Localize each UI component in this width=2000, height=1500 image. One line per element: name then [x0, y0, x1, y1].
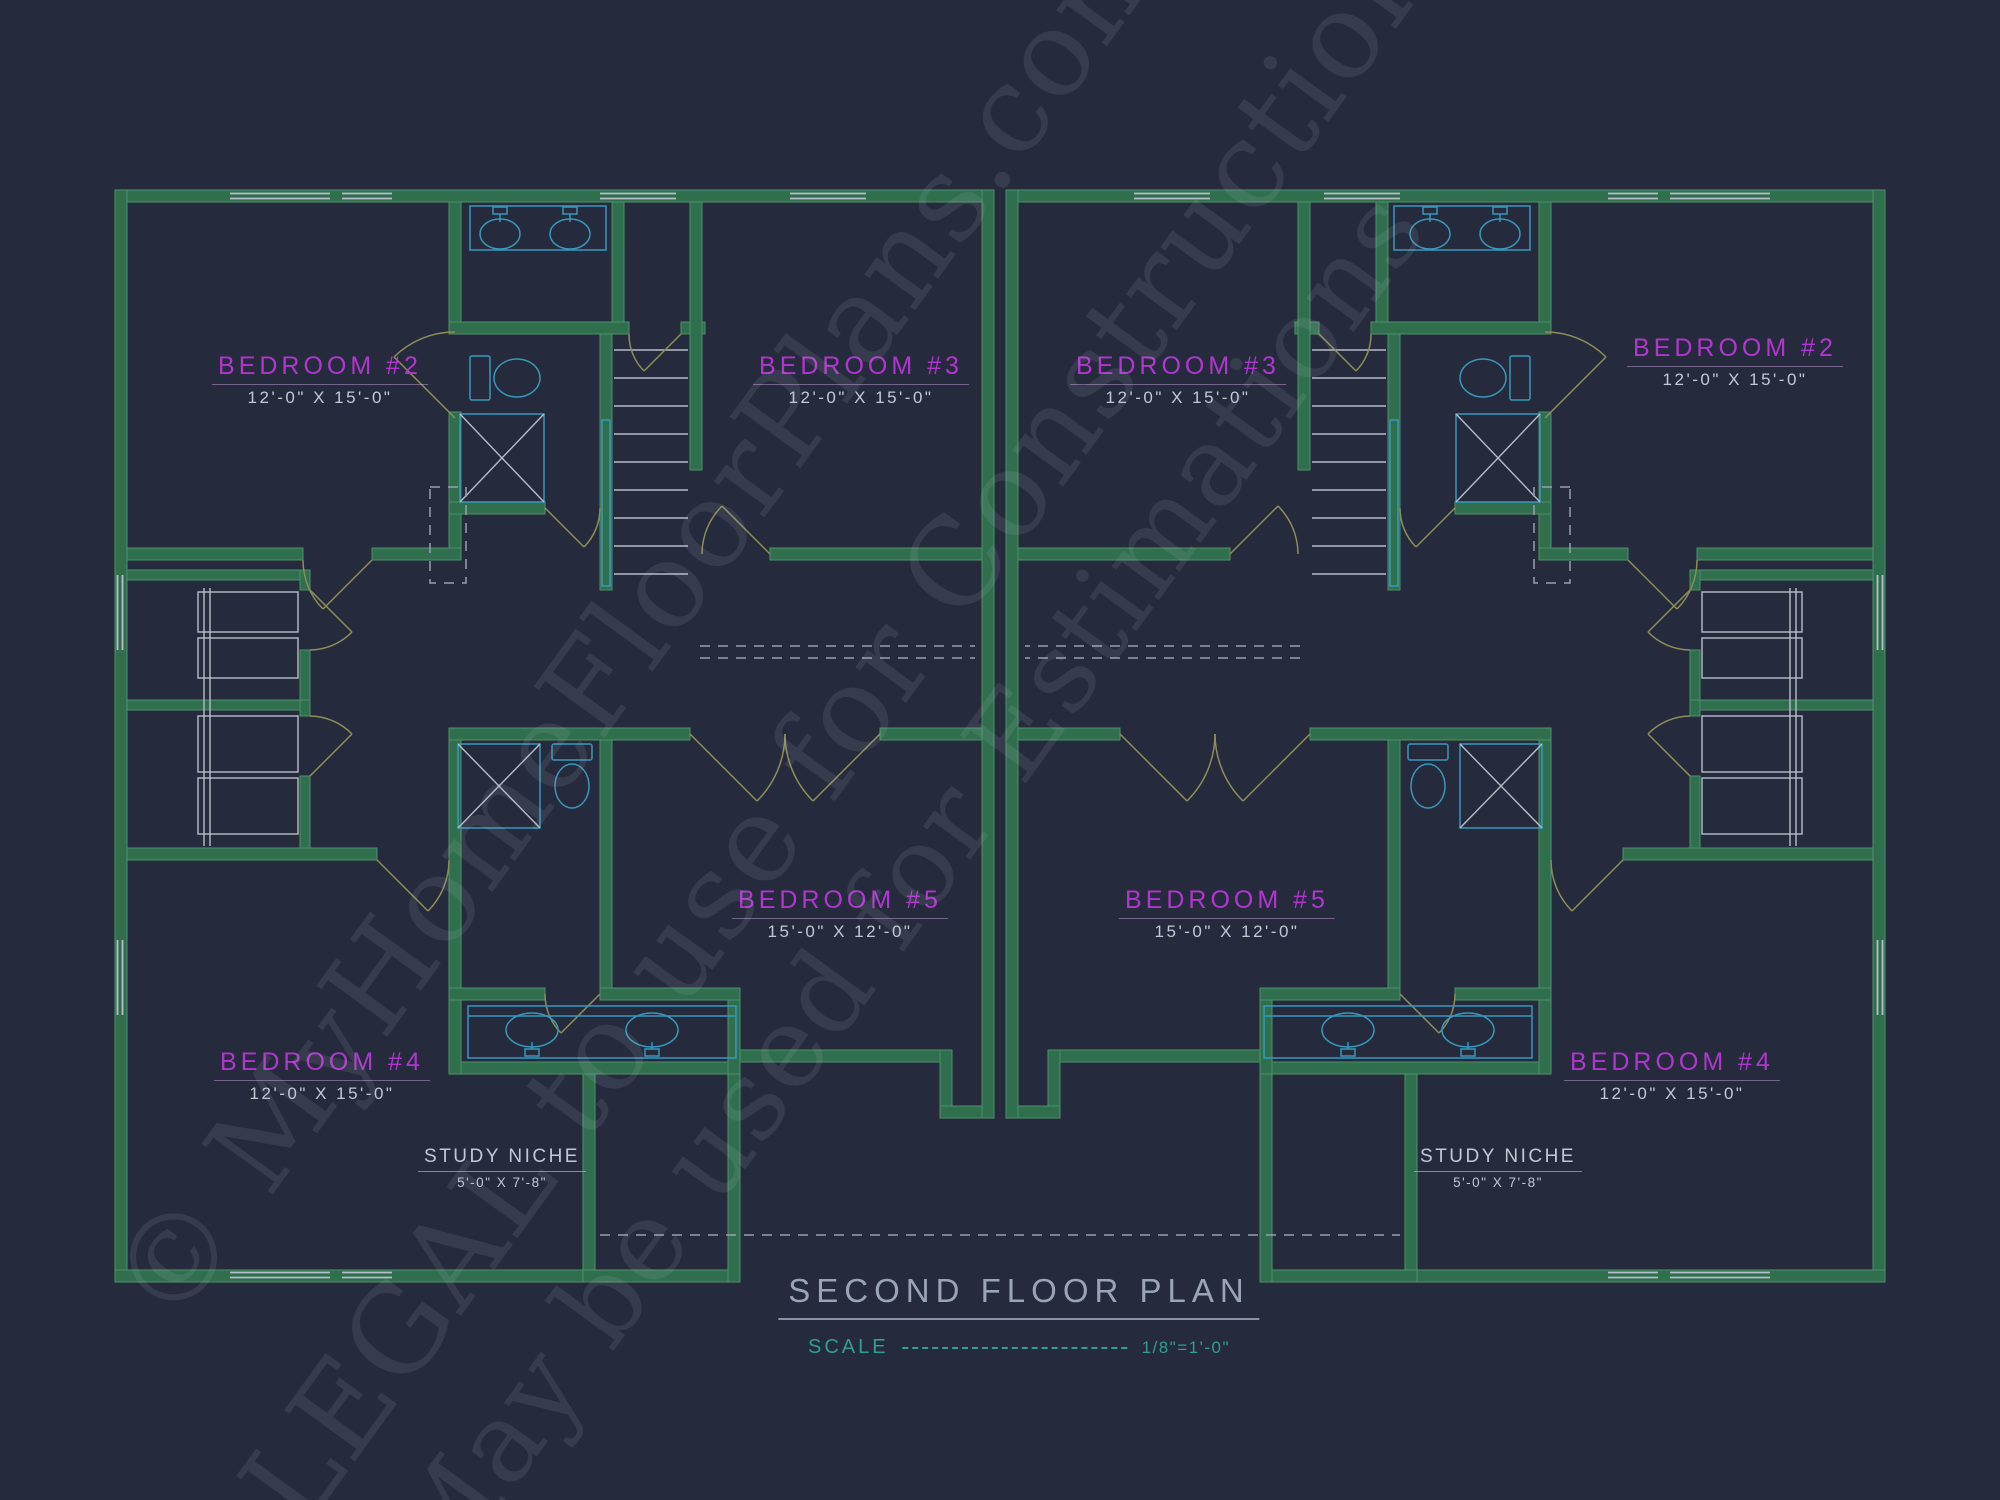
- room-dims: 5'-0" X 7'-8": [1453, 1175, 1543, 1190]
- scale-value: 1/8"=1'-0": [1141, 1337, 1231, 1357]
- room-dims: 12'-0" X 15'-0": [788, 388, 934, 407]
- title-block: SECOND FLOOR PLAN SCALE 1/8"=1'-0": [778, 1272, 1260, 1359]
- room-dims: 5'-0" X 7'-8": [457, 1175, 547, 1190]
- room-label-bedroom-3-right: BEDROOM #3 12'-0" X 15'-0": [1070, 352, 1286, 408]
- room-name: BEDROOM #5: [732, 886, 948, 919]
- room-name: STUDY NICHE: [1414, 1146, 1582, 1172]
- room-dims: 12'-0" X 15'-0": [1105, 388, 1251, 407]
- room-name: BEDROOM #2: [1627, 334, 1843, 367]
- room-label-bedroom-5-right: BEDROOM #5 15'-0" X 12'-0": [1119, 886, 1335, 942]
- room-dims: 15'-0" X 12'-0": [1154, 922, 1300, 941]
- room-label-bedroom-2-left: BEDROOM #2 12'-0" X 15'-0": [212, 352, 428, 408]
- room-name: BEDROOM #3: [753, 352, 969, 385]
- room-name: BEDROOM #4: [1564, 1048, 1780, 1081]
- room-label-bedroom-5-left: BEDROOM #5 15'-0" X 12'-0": [732, 886, 948, 942]
- scale-row: SCALE 1/8"=1'-0": [778, 1336, 1259, 1359]
- room-label-bedroom-3-left: BEDROOM #3 12'-0" X 15'-0": [753, 352, 969, 408]
- room-name: BEDROOM #5: [1119, 886, 1335, 919]
- room-name: BEDROOM #4: [214, 1048, 430, 1081]
- plan-title: SECOND FLOOR PLAN: [778, 1272, 1260, 1320]
- room-name: BEDROOM #3: [1070, 352, 1286, 385]
- room-label-bedroom-4-left: BEDROOM #4 12'-0" X 15'-0": [214, 1048, 430, 1104]
- room-label-bedroom-4-right: BEDROOM #4 12'-0" X 15'-0": [1564, 1048, 1780, 1104]
- scale-leader-line: [902, 1346, 1128, 1349]
- room-dims: 12'-0" X 15'-0": [247, 388, 393, 407]
- room-label-study-niche-right: STUDY NICHE 5'-0" X 7'-8": [1414, 1146, 1582, 1190]
- room-dims: 15'-0" X 12'-0": [767, 922, 913, 941]
- room-name: STUDY NICHE: [418, 1146, 586, 1172]
- scale-label: SCALE: [807, 1336, 889, 1358]
- room-dims: 12'-0" X 15'-0": [249, 1084, 395, 1103]
- room-dims: 12'-0" X 15'-0": [1599, 1084, 1745, 1103]
- room-name: BEDROOM #2: [212, 352, 428, 385]
- room-dims: 12'-0" X 15'-0": [1662, 370, 1808, 389]
- room-label-bedroom-2-right: BEDROOM #2 12'-0" X 15'-0": [1627, 334, 1843, 390]
- room-label-study-niche-left: STUDY NICHE 5'-0" X 7'-8": [418, 1146, 586, 1190]
